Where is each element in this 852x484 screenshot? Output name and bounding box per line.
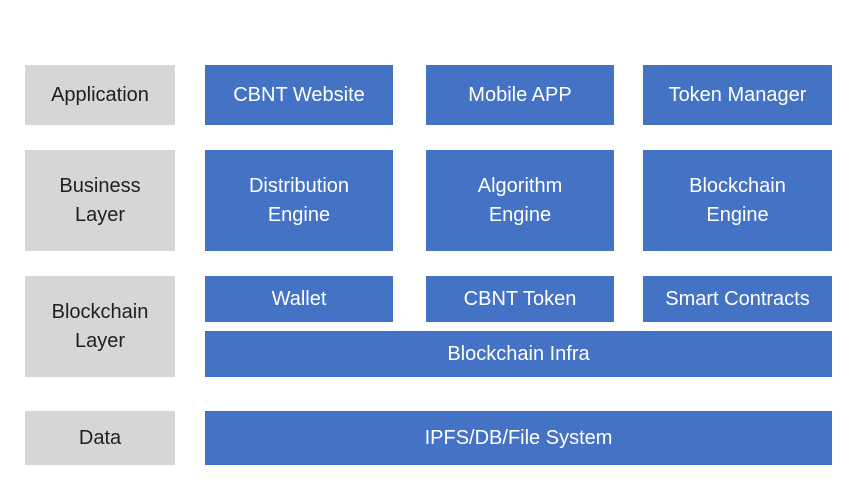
distribution-engine-box: Distribution Engine (205, 150, 393, 251)
token-manager-box: Token Manager (643, 65, 832, 125)
blockchain-layer-label: Blockchain Layer (25, 276, 175, 377)
smart-contracts-box: Smart Contracts (643, 276, 832, 322)
application-layer-label: Application (25, 65, 175, 125)
wallet-box: Wallet (205, 276, 393, 322)
cbnt-website-box: CBNT Website (205, 65, 393, 125)
blockchain-engine-box: Blockchain Engine (643, 150, 832, 251)
storage-box: IPFS/DB/File System (205, 411, 832, 465)
data-layer-label: Data (25, 411, 175, 465)
business-layer-label: Business Layer (25, 150, 175, 251)
mobile-app-box: Mobile APP (426, 65, 614, 125)
cbnt-token-box: CBNT Token (426, 276, 614, 322)
algorithm-engine-box: Algorithm Engine (426, 150, 614, 251)
blockchain-infra-box: Blockchain Infra (205, 331, 832, 377)
